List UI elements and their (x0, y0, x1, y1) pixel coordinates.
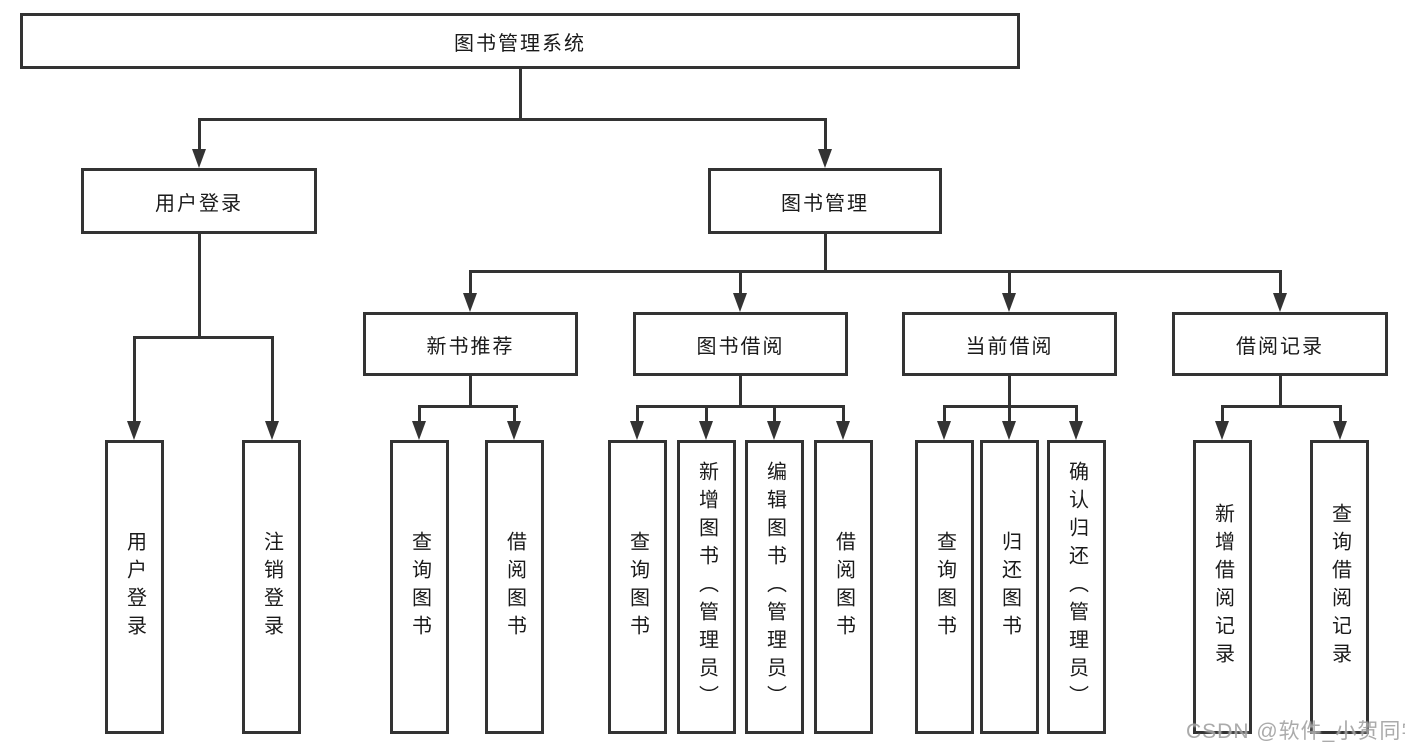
node-library-management-system: 图书管理系统 (20, 13, 1020, 69)
arrowhead-edit-book (767, 421, 781, 440)
edge-drop-book-mgmt (824, 118, 827, 152)
leaf-edit-book-admin: 编辑图书（管理员） (745, 440, 804, 734)
edge-drop-q1 (418, 405, 421, 424)
edge-borrow-rec-bar (1221, 405, 1342, 408)
edge-user-login-bar (133, 336, 274, 339)
leaf-borrow-books-1: 借阅图书 (485, 440, 544, 734)
edge-drop-new-rec (469, 270, 472, 296)
edge-drop-q2 (636, 405, 639, 424)
leaf-logout: 注销登录 (242, 440, 301, 734)
csdn-watermark: CSDN @软件_小贺同学 (1186, 720, 1405, 743)
arrowhead-return (1002, 421, 1016, 440)
arrowhead-leaf-logout (265, 421, 279, 440)
leaf-borrow-books-2: 借阅图书 (814, 440, 873, 734)
edge-drop-leaf-login (133, 336, 136, 424)
edge-new-rec-stem (469, 376, 472, 408)
node-user-login: 用户登录 (81, 168, 317, 234)
edge-drop-b1 (513, 405, 516, 424)
arrowhead-q1 (412, 421, 426, 440)
edge-user-login-stem (198, 234, 201, 339)
arrowhead-add-rec (1215, 421, 1229, 440)
edge-drop-borrow-rec (1279, 270, 1282, 296)
edge-book-borrow-bar (636, 405, 845, 408)
edge-drop-q-rec (1339, 405, 1342, 424)
arrowhead-q-rec (1333, 421, 1347, 440)
edge-drop-q3 (943, 405, 946, 424)
arrowhead-leaf-login (127, 421, 141, 440)
leaf-add-borrow-record: 新增借阅记录 (1193, 440, 1252, 734)
edge-drop-book-borrow (739, 270, 742, 296)
edge-level2-bar (198, 118, 827, 121)
leaf-add-book-admin: 新增图书（管理员） (677, 440, 736, 734)
edge-drop-leaf-logout (271, 336, 274, 424)
edge-book-borrow-stem (739, 376, 742, 408)
arrowhead-add-book (699, 421, 713, 440)
arrowhead-borrow-rec (1273, 293, 1287, 312)
edge-drop-add-rec (1221, 405, 1224, 424)
edge-drop-confirm (1075, 405, 1078, 424)
edge-drop-user-login (198, 118, 201, 152)
arrowhead-user-login (192, 149, 206, 168)
arrowhead-new-rec (463, 293, 477, 312)
edge-root-stem (519, 68, 522, 118)
leaf-query-books-2: 查询图书 (608, 440, 667, 734)
edge-drop-cur-borrow (1008, 270, 1011, 296)
arrowhead-b2 (836, 421, 850, 440)
edge-drop-return (1008, 405, 1011, 424)
leaf-query-books-3: 查询图书 (915, 440, 974, 734)
node-borrowing-records: 借阅记录 (1172, 312, 1388, 376)
arrowhead-book-mgmt (818, 149, 832, 168)
leaf-user-login: 用户登录 (105, 440, 164, 734)
node-new-book-recommend: 新书推荐 (363, 312, 578, 376)
arrowhead-q3 (937, 421, 951, 440)
leaf-query-books-1: 查询图书 (390, 440, 449, 734)
edge-borrow-rec-stem (1279, 376, 1282, 408)
node-book-borrowing: 图书借阅 (633, 312, 848, 376)
edge-book-mgmt-stem (824, 234, 827, 273)
leaf-query-borrow-record: 查询借阅记录 (1310, 440, 1369, 734)
leaf-confirm-return-admin: 确认归还（管理员） (1047, 440, 1106, 734)
arrowhead-cur-borrow (1002, 293, 1016, 312)
edge-new-rec-bar (418, 405, 518, 408)
leaf-return-book: 归还图书 (980, 440, 1039, 734)
edge-drop-add-book (705, 405, 708, 424)
arrowhead-b1 (507, 421, 521, 440)
arrowhead-book-borrow (733, 293, 747, 312)
edge-drop-b2 (842, 405, 845, 424)
edge-cur-borrow-stem (1008, 376, 1011, 408)
arrowhead-q2 (630, 421, 644, 440)
node-current-borrowing: 当前借阅 (902, 312, 1117, 376)
edge-level3-bar (469, 270, 1282, 273)
arrowhead-confirm (1069, 421, 1083, 440)
edge-drop-edit-book (773, 405, 776, 424)
node-book-management: 图书管理 (708, 168, 942, 234)
